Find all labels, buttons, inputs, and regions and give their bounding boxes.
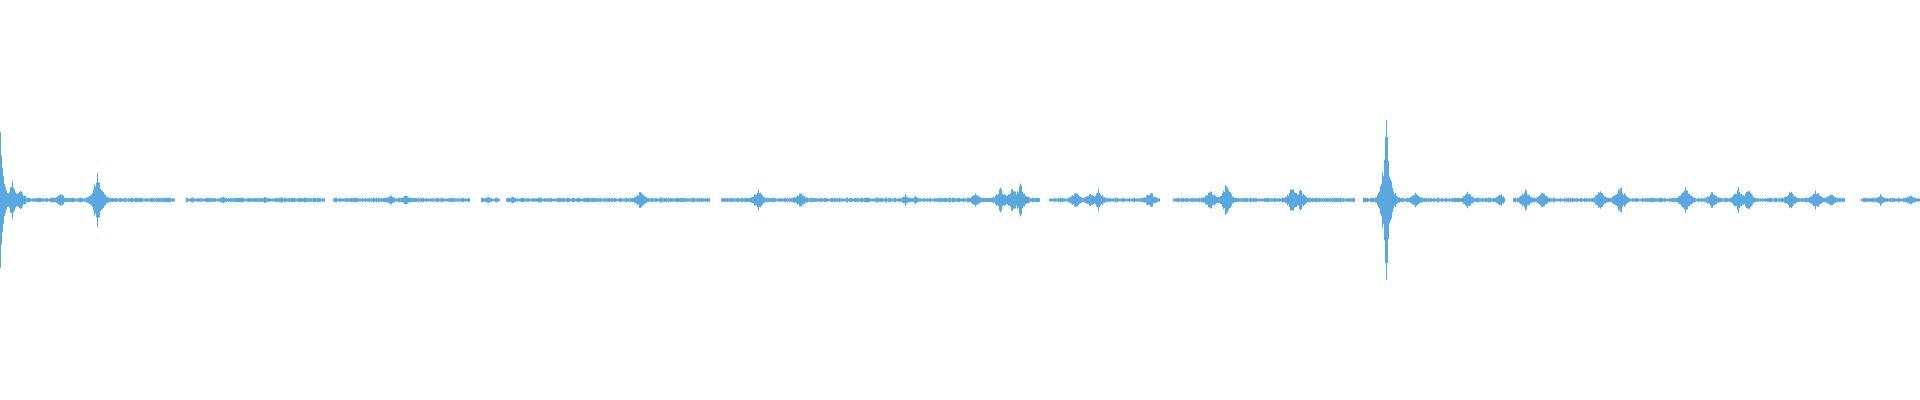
waveform-path [0, 119, 1920, 281]
waveform-samples [0, 119, 1920, 281]
